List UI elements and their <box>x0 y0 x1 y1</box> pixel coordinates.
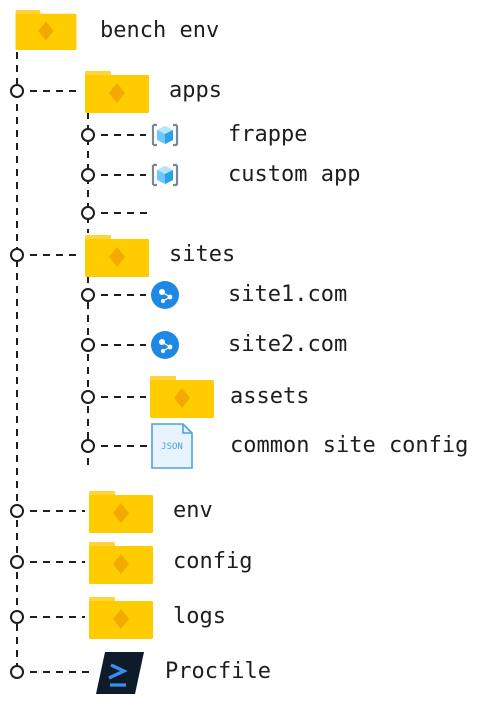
node-2-folder-icon <box>89 491 153 533</box>
branch-connector-0 <box>10 84 24 98</box>
node-label-1-1: site2.com <box>228 332 347 357</box>
node-0-folder-icon <box>85 71 149 113</box>
sub-connector-0-0 <box>81 128 95 142</box>
node-label-2: env <box>173 498 213 523</box>
branch-connector-4 <box>10 610 24 624</box>
sub-connector-0-2 <box>81 206 95 220</box>
sub-connector-1-3 <box>81 439 95 453</box>
node-0-1-app-cube-icon <box>151 163 179 187</box>
node-label-1-3: common site config <box>230 433 468 458</box>
branch-connector-1 <box>10 248 24 262</box>
branch-connector-5 <box>10 665 24 679</box>
sub-connector-1-1 <box>81 338 95 352</box>
sub-connector-1-0 <box>81 288 95 302</box>
branch-connector-2 <box>10 504 24 518</box>
node-label-4: logs <box>173 604 226 629</box>
root-label: bench env <box>100 18 219 43</box>
node-label-1-2: assets <box>230 384 309 409</box>
node-label-1: sites <box>169 242 235 267</box>
root-folder-icon <box>15 10 77 50</box>
node-1-folder-icon <box>85 235 149 277</box>
node-1-0-globe-icon <box>150 280 180 310</box>
node-1-1-globe-icon <box>150 330 180 360</box>
sub-connector-1-2 <box>81 390 95 404</box>
node-5-terminal-icon <box>95 651 145 695</box>
node-label-0-0: frappe <box>228 122 307 147</box>
node-label-5: Procfile <box>165 659 271 684</box>
node-label-0: apps <box>169 78 222 103</box>
node-4-folder-icon <box>89 597 153 639</box>
node-1-3-json-file-icon: JSON <box>151 423 193 469</box>
node-1-2-folder-icon <box>150 376 214 418</box>
branch-connector-3 <box>10 555 24 569</box>
node-3-folder-icon <box>89 542 153 584</box>
node-label-1-0: site1.com <box>228 282 347 307</box>
node-label-3: config <box>173 549 252 574</box>
node-0-0-app-cube-icon <box>151 123 179 147</box>
sub-connector-0-1 <box>81 168 95 182</box>
node-label-0-1: custom app <box>228 162 360 187</box>
json-badge-text: JSON <box>161 442 183 452</box>
